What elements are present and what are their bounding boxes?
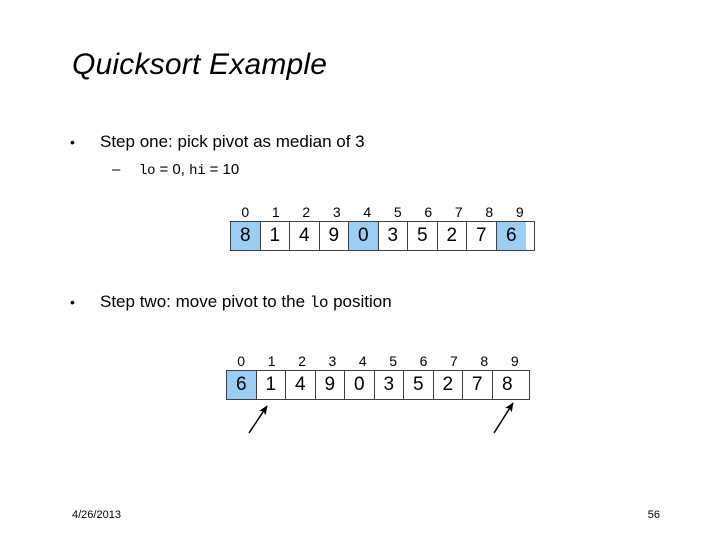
code-hi-label: hi [189, 163, 206, 179]
array-index-label: 9 [515, 204, 524, 220]
array-index-label: 5 [393, 204, 402, 220]
array-index-label: 3 [332, 204, 341, 220]
array-cell: 0 [345, 371, 375, 399]
array-index-label: 7 [450, 353, 458, 369]
step-two-suffix-text: position [328, 292, 392, 311]
bullet-step-two: • Step two: move pivot to the lo positio… [70, 292, 392, 312]
bullet-marker-icon: • [70, 134, 75, 150]
array-index-label: 6 [424, 204, 433, 220]
array-before-swap: 0 1 2 3 4 5 6 7 8 9 8 1 4 9 0 3 5 2 7 6 [230, 203, 535, 251]
array-cell: 5 [404, 371, 434, 399]
bullet-step-one: • Step one: pick pivot as median of 3 [70, 132, 365, 152]
code-lo-label: lo [139, 163, 156, 179]
array-cell: 5 [408, 222, 438, 250]
hi-value-text: = 10 [205, 161, 240, 178]
array-cell: 1 [260, 222, 290, 250]
array-index-label: 2 [298, 353, 306, 369]
lo-value-text: = 0, [155, 161, 190, 178]
array-cell: 9 [315, 371, 345, 399]
bullet-marker-icon: • [70, 294, 75, 310]
page-title: Quicksort Example [72, 48, 328, 81]
array-index-label: 5 [389, 353, 398, 369]
array-cell: 3 [374, 371, 404, 399]
array-cells-row: 8 1 4 9 0 3 5 2 7 6 [230, 221, 535, 251]
array-index-label: 0 [237, 353, 246, 369]
array-cell: 9 [319, 222, 349, 250]
array-index-label: 1 [271, 204, 280, 220]
arrow-right-pointer-icon [493, 402, 514, 434]
bullet-step-two-text: Step two: move pivot to the lo position [100, 292, 392, 312]
array-index-label: 3 [328, 353, 337, 369]
bullet-lo-hi: – lo = 0, hi = 10 [112, 161, 239, 179]
array-index-label: 8 [480, 353, 489, 369]
array-index-row: 0 1 2 3 4 5 6 7 8 9 [226, 352, 530, 370]
array-cell: 2 [437, 222, 467, 250]
array-index-label: 8 [485, 204, 494, 220]
array-cell: 4 [286, 371, 316, 399]
array-index-label: 0 [241, 204, 250, 220]
bullet-step-one-text: Step one: pick pivot as median of 3 [100, 132, 365, 151]
arrow-left-pointer-icon [248, 405, 268, 434]
array-cell: 2 [433, 371, 463, 399]
array-cell: 8 [231, 222, 261, 250]
footer-date: 4/26/2013 [72, 509, 121, 521]
array-index-label: 1 [267, 353, 276, 369]
array-index-label: 6 [419, 353, 428, 369]
array-cell: 6 [227, 371, 257, 399]
array-index-label: 4 [358, 353, 367, 369]
array-index-row: 0 1 2 3 4 5 6 7 8 9 [230, 203, 535, 221]
array-index-label: 4 [363, 204, 372, 220]
array-cell: 7 [467, 222, 497, 250]
dash-marker-icon: – [112, 161, 121, 178]
array-index-label: 7 [454, 204, 463, 220]
array-index-label: 9 [510, 353, 519, 369]
code-lo-label-2: lo [309, 294, 329, 312]
footer-page-number: 56 [647, 509, 660, 521]
array-cell: 3 [378, 222, 408, 250]
array-cell: 8 [492, 371, 522, 399]
array-cell: 0 [349, 222, 379, 250]
array-cell: 4 [290, 222, 320, 250]
bullet-lo-hi-text: lo = 0, hi = 10 [139, 161, 239, 179]
array-cell: 7 [463, 371, 493, 399]
step-two-prefix-text: Step two: move pivot to the [100, 292, 310, 311]
array-after-swap: 0 1 2 3 4 5 6 7 8 9 6 1 4 9 0 3 5 2 7 8 [226, 352, 530, 400]
array-cell: 6 [496, 222, 526, 250]
array-cell: 1 [256, 371, 286, 399]
array-cells-row: 6 1 4 9 0 3 5 2 7 8 [226, 370, 530, 400]
array-index-label: 2 [302, 204, 311, 220]
